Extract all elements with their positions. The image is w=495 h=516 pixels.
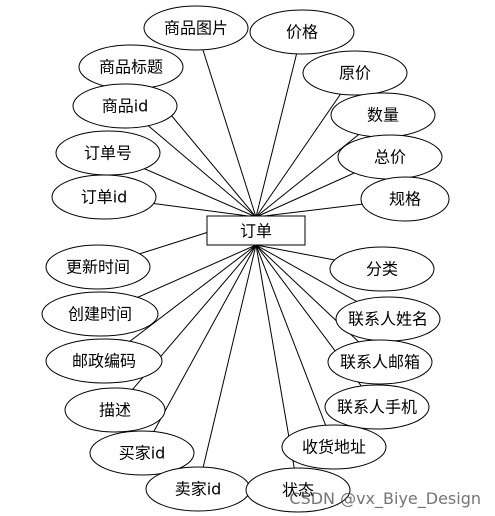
attribute-ellipse bbox=[64, 387, 166, 433]
attribute-label: 价格 bbox=[286, 23, 318, 42]
attribute-label: 邮政编码 bbox=[72, 352, 136, 371]
attribute-label: 联系人姓名 bbox=[348, 310, 428, 329]
attribute-ellipse bbox=[89, 430, 195, 476]
attribute-label: 分类 bbox=[366, 260, 398, 279]
attribute-ellipse bbox=[324, 384, 430, 430]
attribute-update-time: 更新时间 bbox=[45, 244, 151, 290]
attribute-label: 总价 bbox=[374, 148, 406, 167]
attribute-ellipse bbox=[329, 246, 435, 292]
attribute-contact-email: 联系人邮箱 bbox=[327, 339, 433, 385]
attribute-postal-code: 邮政编码 bbox=[45, 338, 163, 384]
attribute-ellipse bbox=[302, 50, 408, 96]
attribute-label: 商品id bbox=[102, 97, 149, 116]
attribute-order-id: 订单id bbox=[51, 174, 157, 220]
attribute-order-number: 订单号 bbox=[55, 130, 161, 176]
attribute-label: 状态 bbox=[282, 481, 314, 500]
entity-box bbox=[206, 215, 306, 246]
attribute-ellipse bbox=[360, 176, 450, 222]
attribute-seller-id: 卖家id bbox=[145, 466, 251, 512]
attribute-product-title: 商品标题 bbox=[78, 44, 184, 90]
entity-label: 订单 bbox=[240, 222, 272, 241]
attribute-ellipse bbox=[72, 83, 178, 129]
attribute-label: 原价 bbox=[339, 64, 371, 83]
attribute-ellipse bbox=[45, 244, 151, 290]
attribute-label: 描述 bbox=[99, 401, 131, 420]
attribute-status: 状态 bbox=[245, 467, 351, 513]
attribute-product-id: 商品id bbox=[72, 83, 178, 129]
attribute-buyer-id: 买家id bbox=[89, 430, 195, 476]
attribute-label: 卖家id bbox=[175, 480, 222, 499]
attribute-create-time: 创建时间 bbox=[41, 291, 159, 337]
attribute-ellipse bbox=[245, 467, 351, 513]
attribute-label: 规格 bbox=[389, 190, 421, 209]
attribute-ellipse bbox=[45, 338, 163, 384]
attribute-label: 联系人手机 bbox=[337, 398, 417, 417]
attribute-original-price: 原价 bbox=[302, 50, 408, 96]
attribute-label: 更新时间 bbox=[66, 258, 130, 277]
attribute-specification: 规格 bbox=[360, 176, 450, 222]
attribute-label: 订单号 bbox=[84, 144, 132, 163]
attribute-label: 联系人邮箱 bbox=[340, 353, 420, 372]
attribute-category: 分类 bbox=[329, 246, 435, 292]
attribute-label: 订单id bbox=[81, 188, 128, 207]
entity-order: 订单 bbox=[206, 215, 306, 246]
attribute-ellipse bbox=[143, 5, 249, 51]
attribute-shipping-address: 收货地址 bbox=[281, 424, 387, 470]
connector-shipping-address bbox=[255, 244, 335, 448]
attribute-contact-phone: 联系人手机 bbox=[324, 384, 430, 430]
connector-description bbox=[114, 244, 257, 411]
attribute-label: 创建时间 bbox=[68, 305, 132, 324]
attribute-label: 收货地址 bbox=[302, 438, 366, 457]
connector-buyer-id bbox=[141, 244, 257, 454]
attribute-label: 买家id bbox=[119, 444, 166, 463]
watermark: CSDN @vx_Biye_Design bbox=[289, 489, 481, 508]
attribute-description: 描述 bbox=[64, 387, 166, 433]
attribute-total-price: 总价 bbox=[337, 134, 443, 180]
attribute-label: 商品标题 bbox=[99, 58, 163, 77]
attribute-price: 价格 bbox=[249, 9, 355, 55]
attribute-contact-name: 联系人姓名 bbox=[335, 296, 441, 342]
attribute-product-image: 商品图片 bbox=[143, 5, 249, 51]
attribute-ellipse bbox=[41, 291, 159, 337]
attribute-ellipse bbox=[281, 424, 387, 470]
attribute-label: 数量 bbox=[367, 106, 399, 125]
connector-seller-id bbox=[197, 244, 257, 490]
attribute-ellipse bbox=[249, 9, 355, 55]
attribute-ellipse bbox=[327, 339, 433, 385]
attribute-quantity: 数量 bbox=[330, 92, 436, 138]
connector-product-image bbox=[195, 27, 257, 218]
attribute-ellipse bbox=[51, 174, 157, 220]
connector-original-price bbox=[255, 72, 356, 218]
connector-price bbox=[255, 31, 303, 218]
attribute-label: 商品图片 bbox=[164, 19, 228, 38]
